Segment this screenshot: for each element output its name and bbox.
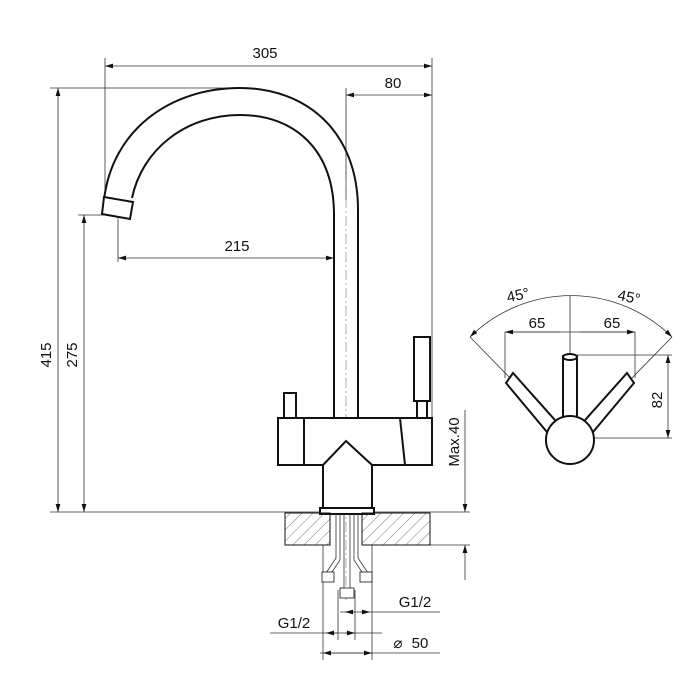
neck xyxy=(322,439,373,511)
countertop-section xyxy=(284,512,431,546)
dim-max-counter-thickness: Max.40 xyxy=(446,417,463,466)
right-lever-stem xyxy=(416,400,428,420)
dim-offset-left: 65 xyxy=(529,315,546,332)
diameter-symbol: ⌀ xyxy=(393,635,402,652)
spout-aerator xyxy=(100,195,135,221)
dim-overall-width: 305 xyxy=(252,45,277,62)
dim-hole-diameter: 50 xyxy=(412,635,429,652)
body-top xyxy=(545,415,595,465)
dim-overall-height: 415 xyxy=(38,342,55,367)
extension-lines xyxy=(50,58,470,546)
right-lever-handle xyxy=(413,336,431,402)
supply-hoses xyxy=(321,514,373,599)
left-lever-handle xyxy=(283,392,297,420)
faucet-side-view xyxy=(100,86,433,515)
spout-inner xyxy=(131,113,335,420)
label-connection-right: G1/2 xyxy=(399,594,432,611)
dim-offset-right: 65 xyxy=(604,315,621,332)
dim-angle-left: 45° xyxy=(505,285,531,306)
spout-outer xyxy=(103,86,359,420)
faucet-top-view xyxy=(469,295,673,465)
dimension-lines xyxy=(55,63,468,660)
dim-spout-offset: 80 xyxy=(385,75,402,92)
spout-top xyxy=(562,355,578,421)
dim-spout-reach: 215 xyxy=(224,238,249,255)
dim-handle-depth: 82 xyxy=(649,392,666,409)
base-plate xyxy=(319,507,375,515)
dim-spout-height: 275 xyxy=(64,342,81,367)
dim-angle-right: 45° xyxy=(616,287,642,308)
label-connection-left: G1/2 xyxy=(278,615,311,632)
